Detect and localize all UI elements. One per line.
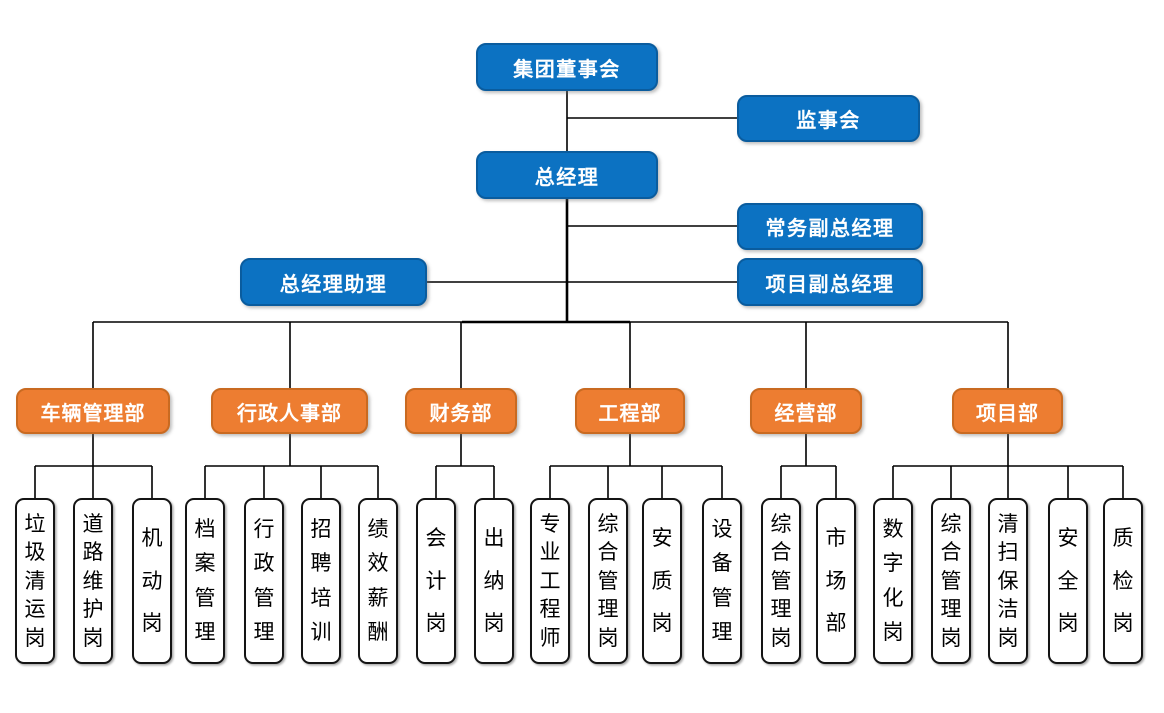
node-general-manager: 总经理 bbox=[476, 151, 658, 199]
position-node: 市场部 bbox=[816, 498, 856, 664]
node-dept-business: 经营部 bbox=[750, 388, 862, 434]
position-node: 行政管理 bbox=[244, 498, 284, 664]
position-node: 质检岗 bbox=[1103, 498, 1143, 664]
position-node: 安全岗 bbox=[1048, 498, 1088, 664]
position-node: 数字化岗 bbox=[873, 498, 913, 664]
position-node: 专业工程师 bbox=[530, 498, 570, 664]
position-node: 招聘培训 bbox=[301, 498, 341, 664]
node-dept-finance: 财务部 bbox=[405, 388, 517, 434]
position-node: 清扫保洁岗 bbox=[988, 498, 1028, 664]
node-dept-vehicle-management: 车辆管理部 bbox=[16, 388, 170, 434]
node-dept-project: 项目部 bbox=[952, 388, 1063, 434]
position-node: 安质岗 bbox=[642, 498, 682, 664]
position-node: 机动岗 bbox=[132, 498, 172, 664]
node-project-deputy-gm: 项目副总经理 bbox=[737, 258, 923, 306]
node-executive-deputy-gm: 常务副总经理 bbox=[737, 203, 923, 250]
position-node: 绩效薪酬 bbox=[358, 498, 398, 664]
node-supervisory-board: 监事会 bbox=[737, 95, 920, 142]
node-gm-assistant: 总经理助理 bbox=[240, 258, 427, 306]
node-dept-engineering: 工程部 bbox=[575, 388, 685, 434]
position-node: 出纳岗 bbox=[474, 498, 514, 664]
position-node: 综合管理岗 bbox=[931, 498, 971, 664]
position-node: 设备管理 bbox=[702, 498, 742, 664]
node-dept-admin-hr: 行政人事部 bbox=[211, 388, 368, 434]
position-node: 综合管理岗 bbox=[588, 498, 628, 664]
position-node: 会计岗 bbox=[416, 498, 456, 664]
position-node: 档案管理 bbox=[185, 498, 225, 664]
position-node: 综合管理岗 bbox=[761, 498, 801, 664]
node-group-board: 集团董事会 bbox=[476, 43, 658, 91]
position-node: 道路维护岗 bbox=[73, 498, 113, 664]
position-node: 垃圾清运岗 bbox=[15, 498, 55, 664]
